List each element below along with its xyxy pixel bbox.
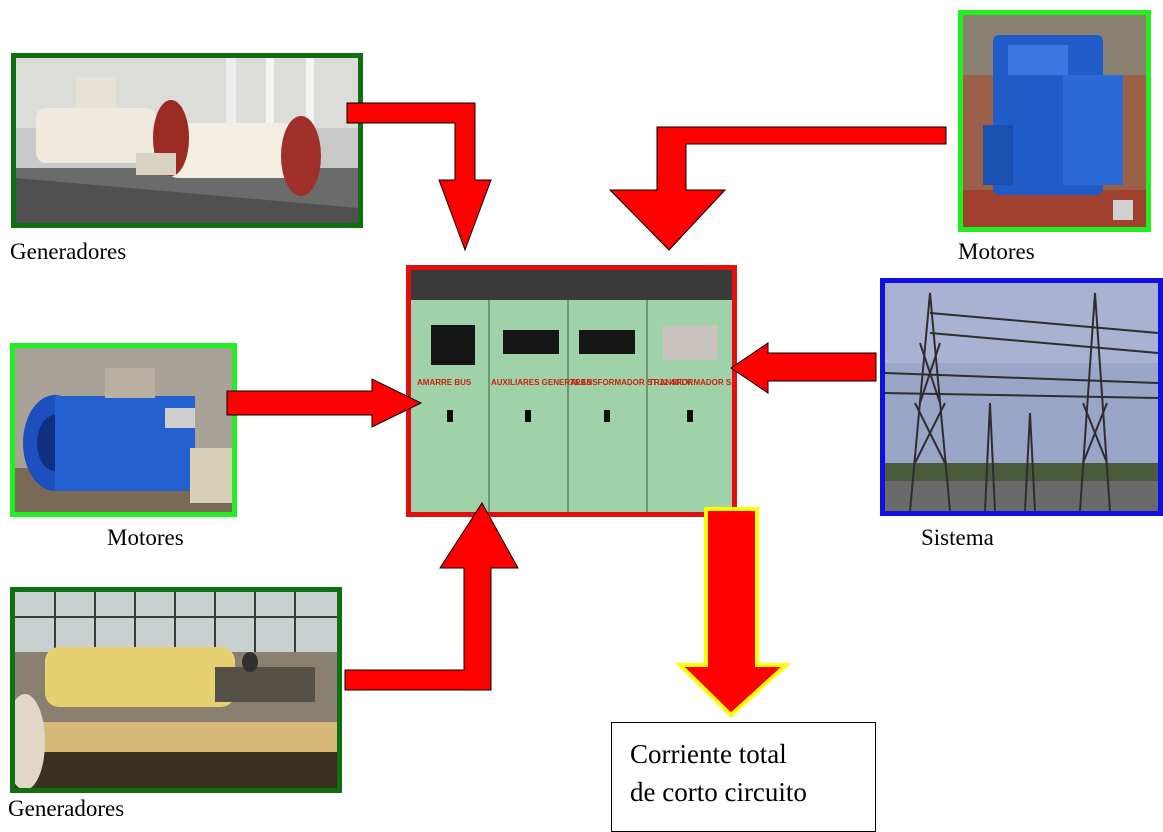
system-photo bbox=[880, 278, 1163, 516]
arrow-motors-left bbox=[226, 378, 423, 428]
arrow-system bbox=[730, 342, 877, 394]
label-generators-top: Generadores bbox=[10, 239, 127, 264]
panel-label-1: AMARRE BUS bbox=[417, 378, 472, 387]
panel-label-2: AUXILIARES GENERALES bbox=[491, 378, 592, 387]
switchgear-photo: AMARRE BUS AUXILIARES GENERALES TRANSFOR… bbox=[406, 265, 737, 517]
label-motors-top-right: Motores bbox=[958, 239, 1035, 264]
result-line-1: Corriente total bbox=[630, 739, 787, 769]
generator-photo-top bbox=[11, 53, 363, 228]
motor-photo-left bbox=[10, 343, 237, 517]
arrow-output bbox=[675, 507, 792, 718]
generator-photo-bottom bbox=[10, 587, 342, 793]
label-system: Sistema bbox=[921, 525, 994, 550]
label-motors-left: Motores bbox=[107, 525, 184, 550]
result-line-2: de corto circuito bbox=[630, 777, 807, 807]
panel-label-3: TRANSFORMADOR ST-12 480 V. bbox=[570, 378, 693, 387]
result-box: Corriente total de corto circuito bbox=[611, 722, 876, 832]
label-generators-bottom: Generadores bbox=[8, 796, 125, 821]
arrow-generators-bottom bbox=[344, 502, 519, 691]
arrow-generators-top bbox=[346, 102, 492, 252]
arrow-motors-top-right bbox=[608, 126, 947, 251]
motor-photo-top-right bbox=[958, 10, 1151, 232]
panel-label-4: TRANSFORMADOR SAT-1 LINEA LLEGADA bbox=[649, 378, 732, 387]
